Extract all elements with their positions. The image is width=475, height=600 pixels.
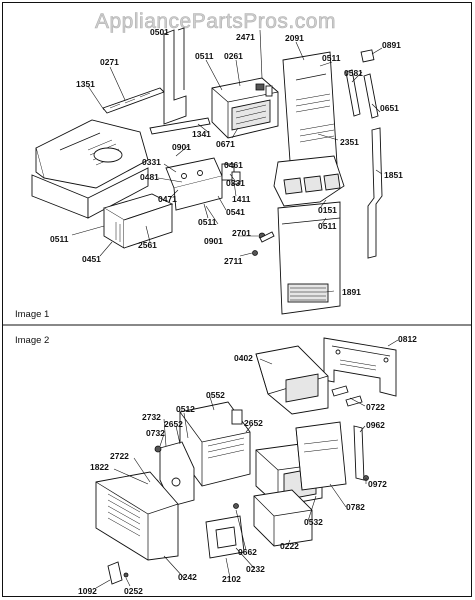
part-label: 0722: [366, 402, 385, 412]
clip-part: [107, 561, 123, 585]
panel-title-image-2: Image 2: [15, 335, 49, 346]
screw-rod-part: [259, 231, 275, 243]
part-label: 0501: [150, 27, 169, 37]
bar-part: [149, 117, 211, 135]
part-label: 0552: [206, 390, 225, 400]
small-block-part: [360, 49, 375, 63]
part-label: 0331: [142, 157, 161, 167]
cover-part: [295, 421, 347, 491]
part-label: 0651: [380, 103, 399, 113]
part-label: 0511: [50, 234, 69, 244]
panel-image-2: Image 2: [15, 334, 417, 596]
part-label: 0812: [398, 334, 417, 344]
part-label: 0732: [146, 428, 165, 438]
part-label: 0662: [238, 547, 257, 557]
part-label: 1351: [76, 79, 95, 89]
part-label: 0671: [216, 139, 235, 149]
front-panel-part: [95, 471, 179, 561]
heater-bar2-part: [363, 73, 379, 119]
part-label: 2091: [285, 33, 304, 43]
leader-lines-2: [95, 339, 399, 589]
part-label: 2722: [110, 451, 129, 461]
part-label: 1092: [78, 586, 97, 596]
part-label: 0962: [366, 420, 385, 430]
control-housing-part: [273, 155, 345, 207]
part-label: 2711: [224, 256, 243, 266]
back-plate-part: [323, 337, 397, 397]
side-bracket-part: [353, 425, 365, 481]
part-label: 0511: [195, 51, 214, 61]
part-label: 2102: [222, 574, 241, 584]
part-label: 0242: [178, 572, 197, 582]
motor-box-part: [102, 193, 174, 249]
part-label: 0402: [234, 353, 253, 363]
part-label: 2652: [244, 418, 263, 428]
part-label: 0471: [158, 194, 177, 204]
part-label: 0511: [322, 53, 341, 63]
rear-panel-part: [282, 51, 339, 191]
ice-bucket-part: [31, 119, 149, 219]
box-part: [253, 489, 313, 547]
part-label: 0541: [226, 207, 245, 217]
part-label: 0512: [176, 404, 195, 414]
dispenser-frame-part: [179, 401, 251, 487]
part-label: 0252: [124, 586, 143, 596]
tray-part: [205, 503, 245, 559]
part-label: 0891: [382, 40, 401, 50]
panel-title-image-1: Image 1: [15, 309, 49, 320]
part-label: 0581: [344, 68, 363, 78]
pin2-part: [345, 395, 363, 407]
part-label: 0222: [280, 541, 299, 551]
part-label: 2701: [232, 228, 251, 238]
part-labels-2: 0812 0402 0722 2732 0512 0552 0732 2652 …: [78, 334, 417, 596]
part-labels-1: 0271 1351 0511 0261 2091 0511 0891 0581 …: [50, 27, 403, 297]
part-label: 0461: [224, 160, 243, 170]
part-label: 0232: [246, 564, 265, 574]
part-label: 0511: [198, 217, 217, 227]
part-label: 0782: [346, 502, 365, 512]
bracket-part: [165, 157, 241, 211]
screw2-part: [252, 250, 258, 256]
part-label: 2652: [164, 419, 183, 429]
part-label: 1411: [232, 194, 251, 204]
part-label: 0261: [224, 51, 243, 61]
pin-part: [331, 385, 349, 397]
leader-lines-1: [71, 29, 383, 293]
part-label: 1891: [342, 287, 361, 297]
front-cover-part: [277, 201, 341, 315]
part-label: 2351: [340, 137, 359, 147]
chute-part: [163, 27, 187, 125]
part-label: 2732: [142, 412, 161, 422]
panel-image-1: Image 1: [15, 27, 403, 320]
part-label: 0271: [100, 57, 119, 67]
icemaker-part: [211, 77, 279, 139]
part-label: 2561: [138, 240, 157, 250]
part-label: 0151: [318, 205, 337, 215]
rail-part: [102, 87, 165, 114]
part-label: 0901: [204, 236, 223, 246]
clip-screw-part: [123, 572, 129, 578]
watermark-text: AppliancePartsPros.com: [95, 10, 336, 33]
actuator-part: [154, 441, 195, 507]
heater-bar-part: [345, 69, 361, 117]
long-bracket-part: [367, 127, 383, 259]
part-label: 0481: [140, 172, 159, 182]
part-label: 1822: [90, 462, 109, 472]
part-label: 0972: [368, 479, 387, 489]
part-label: 1341: [192, 129, 211, 139]
part-label: 0451: [82, 254, 101, 264]
part-label: 0331: [226, 178, 245, 188]
part-label: 0901: [172, 142, 191, 152]
part-label: 1851: [384, 170, 403, 180]
part-label: 2471: [236, 32, 255, 42]
top-housing-part: [255, 345, 329, 415]
part-label: 0511: [318, 221, 337, 231]
part-label: 0532: [304, 517, 323, 527]
